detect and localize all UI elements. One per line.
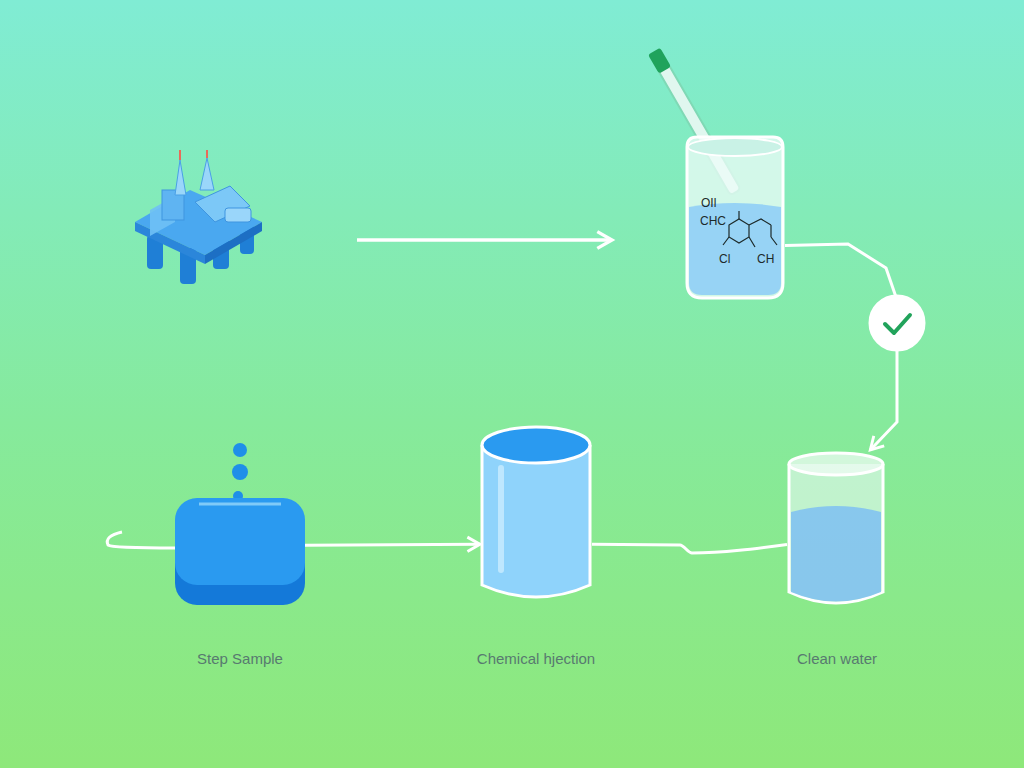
inlet-line xyxy=(107,532,175,548)
injection-cylinder: Chemical hjection xyxy=(480,425,592,603)
formula-label: CH xyxy=(757,253,774,265)
flow-connector xyxy=(305,543,480,547)
node-outline xyxy=(480,425,592,603)
clean-water-glass: Clean water xyxy=(787,450,885,610)
sample-block: Step Sample xyxy=(175,490,305,605)
formula-label: OIl xyxy=(701,197,716,209)
step-label: Chemical hjection xyxy=(477,650,595,668)
bubbles xyxy=(232,443,248,501)
step-label: Step Sample xyxy=(197,650,283,668)
oil-platform-icon xyxy=(135,150,262,284)
formula-label: CHC xyxy=(700,215,726,227)
check-badge xyxy=(870,296,924,350)
flow-arrow xyxy=(357,238,612,242)
flow-connector xyxy=(592,544,787,553)
step-label: Clean water xyxy=(797,650,877,668)
flow-connector xyxy=(785,244,897,450)
formula-label: Cl xyxy=(719,253,730,265)
chemical-beaker: OIlCHC Cl CH xyxy=(685,135,785,300)
node-outline xyxy=(175,490,305,605)
node-outline xyxy=(787,450,885,610)
